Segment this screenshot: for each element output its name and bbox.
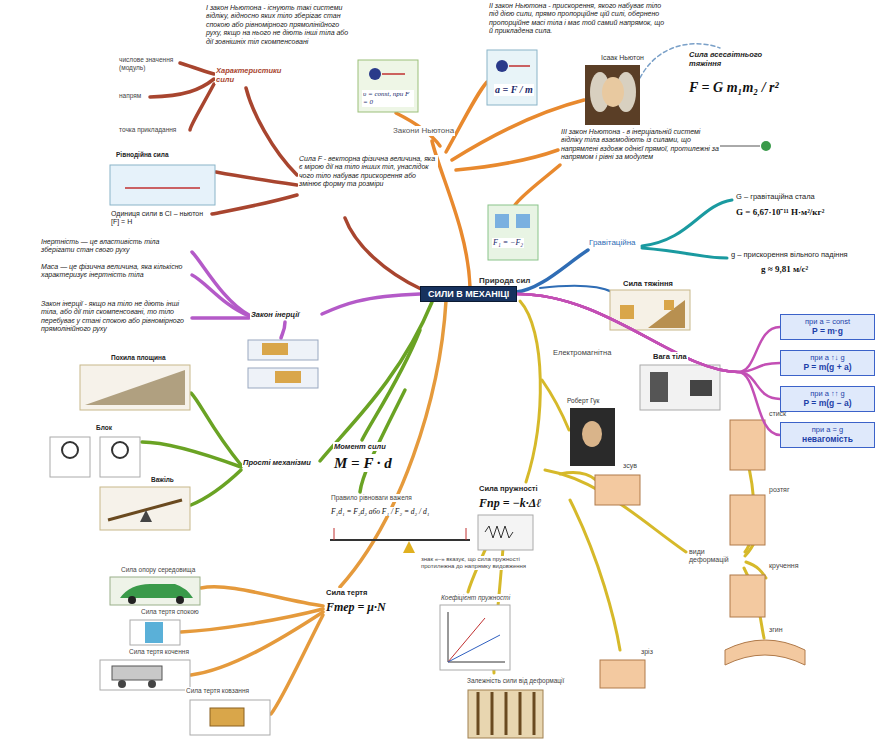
- branch-label: види деформацій: [688, 548, 743, 565]
- branch-label: знак «–» вказує, що сила пружності проти…: [420, 556, 530, 570]
- branch-label: Момент сили: [333, 442, 387, 451]
- branch-label: Сила тяжіння: [622, 279, 674, 288]
- branch-connector: [517, 294, 780, 372]
- branch-label: III закон Ньютона - в інерціальній систе…: [560, 128, 720, 162]
- node-text: при a ↑↑ g: [786, 389, 869, 398]
- node-text: при a ↑↓ g: [786, 353, 869, 362]
- node-text: P = m·g: [786, 326, 869, 337]
- node-text: P = m(g − a): [786, 398, 869, 409]
- branch-label: F = G m₁m₂ / r²: [688, 80, 780, 97]
- branch-label: Закон інерції - якщо на тіло не діють ін…: [40, 300, 190, 334]
- branch-label: υ = const, при F = 0: [362, 90, 414, 107]
- branch-label: Роберт Гук: [566, 397, 600, 405]
- branch-label: Сила опору середовища: [120, 566, 196, 574]
- branch-label: Маса — це фізична величина, яка кількісн…: [40, 263, 190, 280]
- branch-label: точка прикладання: [118, 126, 177, 134]
- branch-label: Сила тертя ковзання: [185, 687, 250, 695]
- branch-label: Закони Ньютона: [392, 126, 455, 136]
- branch-label: Сила тертя спокою: [140, 608, 200, 616]
- node-text: СИЛИ В МЕХАНІЦІ: [428, 289, 509, 299]
- branch-connector: [517, 294, 780, 372]
- branch-connector: [517, 294, 780, 399]
- branch-label: Одиниця сили в СІ – ньютон [F] = Н: [110, 210, 210, 227]
- node-text: при a = const: [786, 317, 869, 326]
- branch-label: Сила тертя: [325, 588, 368, 597]
- formula-box: при a ↑↓ gP = m(g + a): [780, 350, 875, 376]
- branch-label: Природа сил: [478, 276, 531, 286]
- branch-label: M = F · d: [333, 454, 393, 472]
- branch-label: Прості механізми: [242, 458, 312, 467]
- node-text: невагомість: [786, 434, 869, 445]
- branch-connector: [517, 294, 780, 435]
- branch-label: Сила всесвітнього тяжіння: [688, 50, 768, 68]
- formula-box: при a = constP = m·g: [780, 314, 875, 340]
- branch-label: Сила тертя кочення: [128, 648, 190, 656]
- branch-label: Блок: [95, 424, 113, 432]
- branch-label: Характеристики сили: [215, 66, 277, 84]
- node-text: P = m(g + a): [786, 362, 869, 373]
- branch-label: II закон Ньютона - прискорення, якого на…: [488, 2, 668, 36]
- branch-label: І закон Ньютона - існують такі системи в…: [205, 4, 355, 46]
- branch-label: розтяг: [768, 486, 790, 494]
- branch-label: згин: [768, 626, 784, 634]
- branch-label: Електромагнітна: [552, 348, 612, 357]
- branch-label: Fпр = −k·Δℓ: [478, 496, 542, 510]
- branch-label: F₁ = −F₂: [492, 238, 524, 248]
- branch-label: Сила F - векторна фізична величина, яка …: [298, 155, 438, 189]
- branch-label: g ≈ 9,81 м/с²: [760, 264, 809, 275]
- branch-label: Сила пружності: [478, 484, 539, 493]
- branch-label: G = 6,67·10⁻¹¹ Н·м²/кг²: [735, 207, 825, 218]
- branch-label: F₁d₁ = F₂d₂ або F₁ / F₂ = d₂ / d₁: [330, 507, 430, 516]
- branch-label: Гравітаційна: [588, 238, 637, 248]
- formula-box: при a ↑↑ gP = m(g − a): [780, 386, 875, 412]
- branch-label: G – гравітаційна стала: [735, 192, 816, 201]
- branch-label: Похила площина: [110, 354, 167, 362]
- branch-label: a = F / m: [494, 84, 534, 96]
- branch-label: Вага тіла: [652, 352, 688, 361]
- branch-label: Закон інерції: [250, 310, 300, 319]
- branch-label: Ісаак Ньютон: [600, 54, 645, 62]
- branch-label: числове значення (модуль): [118, 56, 178, 72]
- branch-label: Рівнодійна сила: [115, 151, 170, 159]
- central-topic: СИЛИ В МЕХАНІЦІ: [420, 286, 517, 302]
- branch-label: Залежність сили від деформації: [466, 677, 565, 685]
- branch-label: Коефіцієнт пружності: [440, 594, 511, 602]
- branch-label: зсув: [622, 462, 638, 470]
- branch-label: Правило рівноваги важеля: [330, 494, 413, 502]
- branch-label: g – прискорення вільного падіння: [730, 250, 849, 259]
- branch-label: напрям: [118, 92, 142, 100]
- node-text: при a = g: [786, 425, 869, 434]
- branch-label: Fтер = μ·N: [325, 600, 387, 614]
- branch-label: зріз: [640, 648, 654, 656]
- branch-label: Важіль: [150, 476, 175, 484]
- branch-label: кручення: [768, 562, 799, 570]
- formula-box: при a = gневагомість: [780, 422, 875, 448]
- branch-label: Інертність — це властивість тіла зберіга…: [40, 238, 190, 255]
